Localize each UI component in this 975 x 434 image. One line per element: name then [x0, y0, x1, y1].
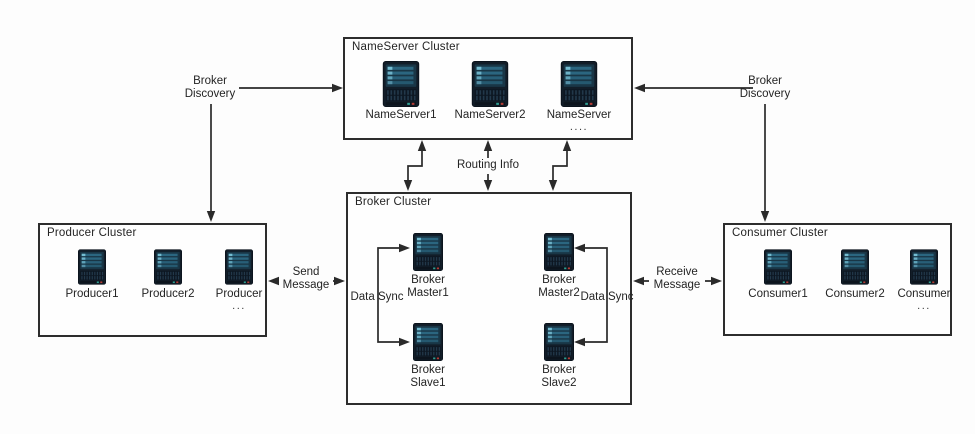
server-icon — [764, 248, 792, 286]
server-icon — [225, 248, 253, 286]
server-icon — [910, 248, 938, 286]
broker-cluster-title: Broker Cluster — [355, 196, 432, 208]
broker-master1-label: Broker Master1 — [407, 274, 449, 299]
ellipsis: ... — [917, 300, 931, 312]
producer-n-label: Producer — [215, 288, 263, 300]
server-icon — [544, 232, 574, 272]
server-icon — [560, 61, 598, 107]
nameserver2-label: NameServer2 — [454, 109, 526, 121]
producer-cluster-box: Producer Cluster Producer1 Producer2 Pro… — [38, 223, 267, 337]
routing-info-label: Routing Info — [456, 159, 519, 171]
producer1-node: Producer1 — [52, 248, 132, 301]
producer1-label: Producer1 — [65, 288, 119, 300]
consumer-cluster-box: Consumer Cluster Consumer1 Consumer2 Con… — [723, 223, 952, 336]
broker-discovery-right-label: Broker Discovery — [739, 75, 791, 100]
arrow-broker-discovery-left-lines — [210, 87, 332, 212]
receive-message-label: Receive Message — [649, 266, 705, 292]
consumer1-label: Consumer1 — [748, 288, 808, 300]
broker-slave2-label: Broker Slave2 — [541, 364, 577, 389]
data-sync-right-label: Data Sync — [580, 291, 634, 303]
server-icon — [382, 61, 420, 107]
nameserver2-node: NameServer2 — [448, 61, 532, 122]
nameserver-cluster-box: NameServer Cluster NameServer1 NameServe… — [343, 37, 633, 140]
nameserver1-node: NameServer1 — [359, 61, 443, 122]
consumer2-label: Consumer2 — [825, 288, 885, 300]
server-icon — [78, 248, 106, 286]
producer2-node: Producer2 — [128, 248, 208, 301]
producer-n-node: Producer ... — [199, 248, 279, 312]
server-icon — [413, 322, 443, 362]
server-icon — [544, 322, 574, 362]
broker-discovery-left-label: Broker Discovery — [184, 75, 236, 100]
nameserver-cluster-title: NameServer Cluster — [352, 41, 460, 53]
server-icon — [413, 232, 443, 272]
nameserver-n-node: NameServer .... — [537, 61, 621, 133]
broker-slave1-label: Broker Slave1 — [410, 364, 446, 389]
nameserver1-label: NameServer1 — [365, 109, 437, 121]
arrow-broker-discovery-right-lines — [644, 87, 766, 212]
consumer-cluster-title: Consumer Cluster — [732, 227, 828, 239]
broker-master2-label: Broker Master2 — [538, 274, 580, 299]
ellipsis: .... — [569, 121, 589, 133]
nameserver-n-label: NameServer — [546, 109, 612, 121]
data-sync-left-label: Data Sync — [350, 291, 404, 303]
consumer1-node: Consumer1 — [738, 248, 818, 301]
consumer-n-node: Consumer ... — [884, 248, 964, 312]
broker-slave1-node: Broker Slave1 — [390, 322, 466, 390]
producer-cluster-title: Producer Cluster — [47, 227, 137, 239]
server-icon — [154, 248, 182, 286]
ellipsis: ... — [232, 300, 246, 312]
server-icon — [471, 61, 509, 107]
server-icon — [841, 248, 869, 286]
consumer2-node: Consumer2 — [815, 248, 895, 301]
producer2-label: Producer2 — [141, 288, 195, 300]
broker-master1-node: Broker Master1 — [390, 232, 466, 300]
broker-master2-node: Broker Master2 — [521, 232, 597, 300]
consumer-n-label: Consumer — [897, 288, 951, 300]
broker-slave2-node: Broker Slave2 — [521, 322, 597, 390]
send-message-label: Send Message — [279, 266, 333, 292]
